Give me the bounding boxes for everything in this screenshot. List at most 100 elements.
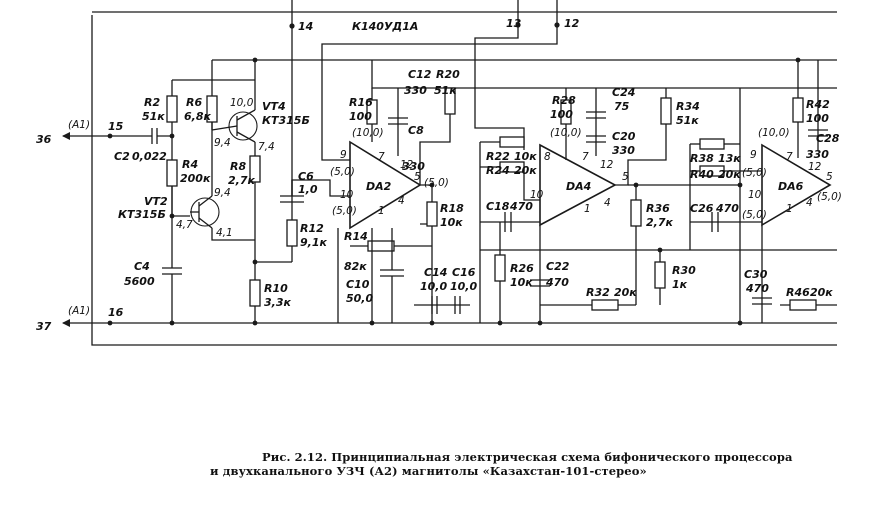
components-c30-label: C30 bbox=[744, 268, 768, 281]
components-r4-label: R4 bbox=[182, 158, 198, 171]
components-r26v-label: 10к bbox=[510, 276, 533, 289]
components-c14-label: C14 bbox=[424, 266, 447, 279]
components-c8v-label: 330 bbox=[402, 160, 425, 173]
pins-p1-label: 1 bbox=[786, 203, 793, 215]
components-c2-label: C2 bbox=[114, 150, 130, 163]
components-r16-label: R16 bbox=[349, 96, 373, 109]
connector-37: 37 bbox=[36, 320, 52, 333]
components-r42-label: R42 bbox=[806, 98, 830, 111]
components-r4v-label: 200к bbox=[180, 172, 211, 185]
components-r32v-label: 20к bbox=[614, 286, 637, 299]
connectors-in-upper-ref-label: (А1) bbox=[68, 119, 90, 131]
components-c26v-label: 470 bbox=[715, 202, 739, 215]
components-r36v-label: 2,7к bbox=[646, 216, 673, 229]
components-c2v-label: 0,022 bbox=[132, 150, 167, 163]
pins-p4-label: 4 bbox=[398, 195, 405, 207]
pins-p4-label: 4 bbox=[604, 197, 611, 209]
components-r2-label: R2 bbox=[144, 96, 160, 109]
components-c10-label: C10 bbox=[346, 278, 370, 291]
components-c14v-label: 10,0 bbox=[420, 280, 447, 293]
components-r6-label: R6 bbox=[186, 96, 202, 109]
components-c22v-label: 470 bbox=[545, 276, 569, 289]
components-r34-label: R34 bbox=[676, 100, 700, 113]
components-vt2b-label: 4,7 bbox=[176, 219, 193, 231]
components-r14v-label: 82к bbox=[344, 260, 367, 273]
components-v5-6a-label: (5,0) bbox=[742, 167, 767, 179]
components-r24-label: R24 bbox=[486, 164, 510, 177]
components-da4-label: DA4 bbox=[566, 180, 591, 193]
components-da2-label: DA2 bbox=[366, 180, 392, 193]
components-r38v-label: 13к bbox=[718, 152, 741, 165]
da2-stage bbox=[291, 87, 470, 326]
pins-p4-label: 4 bbox=[806, 197, 813, 209]
pins-p12-label: 12 bbox=[808, 161, 822, 173]
figure-caption: Рис. 2.12. Принципиальная электрическая … bbox=[210, 450, 850, 478]
components-r22-label: R22 bbox=[486, 150, 510, 163]
components-r34v-label: 51к bbox=[676, 114, 699, 127]
components-vt2e-label: 4,1 bbox=[216, 227, 233, 239]
components-c28-label: C28 bbox=[816, 132, 840, 145]
components-r6v-label: 6,8к bbox=[184, 110, 211, 123]
components-r2v-label: 51к bbox=[142, 110, 165, 123]
labels: 14 К140УД1А 13 12 36 (А1) 15 37 (А1) 16 … bbox=[36, 17, 842, 333]
components-v5-2c-label: (5,0) bbox=[424, 177, 449, 189]
components-c6v-label: 1,0 bbox=[298, 183, 318, 196]
connectors-in-lower-pin-label: 16 bbox=[108, 306, 124, 319]
caption-line-1: Рис. 2.12. Принципиальная электрическая … bbox=[262, 450, 793, 464]
components-v10-2-label: (10,0) bbox=[352, 127, 384, 139]
components-c24-label: C24 bbox=[612, 86, 635, 99]
top-pins bbox=[289, 0, 560, 262]
components-c18v-label: 470 bbox=[509, 200, 533, 213]
components-vt4m-label: КТ315Б bbox=[262, 114, 310, 127]
components-v10-6-label: (10,0) bbox=[758, 127, 790, 139]
components-vt2-label: VT2 bbox=[144, 195, 168, 208]
components-r10v-label: 3,3к bbox=[264, 296, 291, 309]
pins-p9-label: 9 bbox=[340, 149, 347, 161]
components-r26-label: R26 bbox=[510, 262, 534, 275]
pins-p12-label: 12 bbox=[400, 159, 414, 171]
da6-symbol bbox=[761, 143, 832, 227]
components-c24v-label: 75 bbox=[614, 100, 630, 113]
components-r24v-label: 20к bbox=[514, 164, 537, 177]
components-r12-label: R12 bbox=[300, 222, 324, 235]
components-r20v-label: 51к bbox=[434, 84, 457, 97]
components-r22v-label: 10к bbox=[514, 150, 537, 163]
pins-p7-label: 7 bbox=[378, 151, 385, 163]
pins-p1-label: 1 bbox=[378, 205, 385, 217]
components-vt4c-label: 10,0 bbox=[230, 97, 254, 109]
components-v5-6c-label: (5,0) bbox=[817, 191, 842, 203]
components-da6-label: DA6 bbox=[778, 180, 804, 193]
components-r38-label: R38 bbox=[690, 152, 714, 165]
components-c26-label: C26 bbox=[690, 202, 714, 215]
components-r20-label: R20 bbox=[436, 68, 460, 81]
components-c20v-label: 330 bbox=[612, 144, 635, 157]
da4-symbol bbox=[539, 143, 617, 227]
components-r40-label: R40 bbox=[690, 168, 714, 181]
components-c20-label: C20 bbox=[612, 130, 636, 143]
components-v10-4-label: (10,0) bbox=[550, 127, 582, 139]
pins-p9-label: 9 bbox=[750, 149, 757, 161]
connectors-in-lower-ref-label: (А1) bbox=[68, 305, 90, 317]
components-c28v-label: 330 bbox=[806, 148, 829, 161]
pins-p5-label: 5 bbox=[414, 171, 421, 183]
components-r40v-label: 20к bbox=[718, 168, 741, 181]
components-v5-2b-label: (5,0) bbox=[332, 205, 357, 217]
components-c30v-label: 470 bbox=[745, 282, 769, 295]
components-vt2m-label: КТ315Б bbox=[118, 208, 166, 221]
components-r8-label: R8 bbox=[230, 160, 246, 173]
input-stage bbox=[62, 57, 304, 327]
pins-p1-label: 1 bbox=[584, 203, 591, 215]
pins-p7-label: 7 bbox=[582, 151, 589, 163]
components-v5-2a-label: (5,0) bbox=[330, 166, 355, 178]
pins-p10-label: 10 bbox=[530, 189, 544, 201]
components-c10v-label: 50,0 bbox=[346, 292, 373, 305]
ic-title: К140УД1А bbox=[352, 20, 418, 33]
components-c18-label: C18 bbox=[486, 200, 510, 213]
components-r18-label: R18 bbox=[440, 202, 464, 215]
components-r16v-label: 100 bbox=[349, 110, 372, 123]
pins-p10-label: 10 bbox=[340, 189, 354, 201]
da2-symbol bbox=[349, 140, 422, 230]
connector-36: 36 bbox=[36, 133, 52, 146]
components-r14-label: R14 bbox=[344, 230, 368, 243]
